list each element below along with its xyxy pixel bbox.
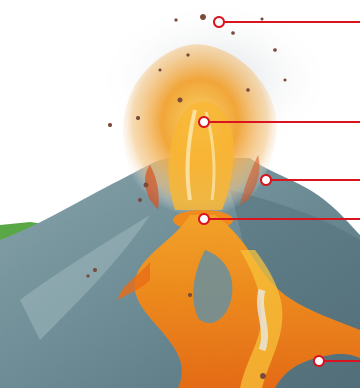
steam-wisp	[260, 290, 264, 350]
